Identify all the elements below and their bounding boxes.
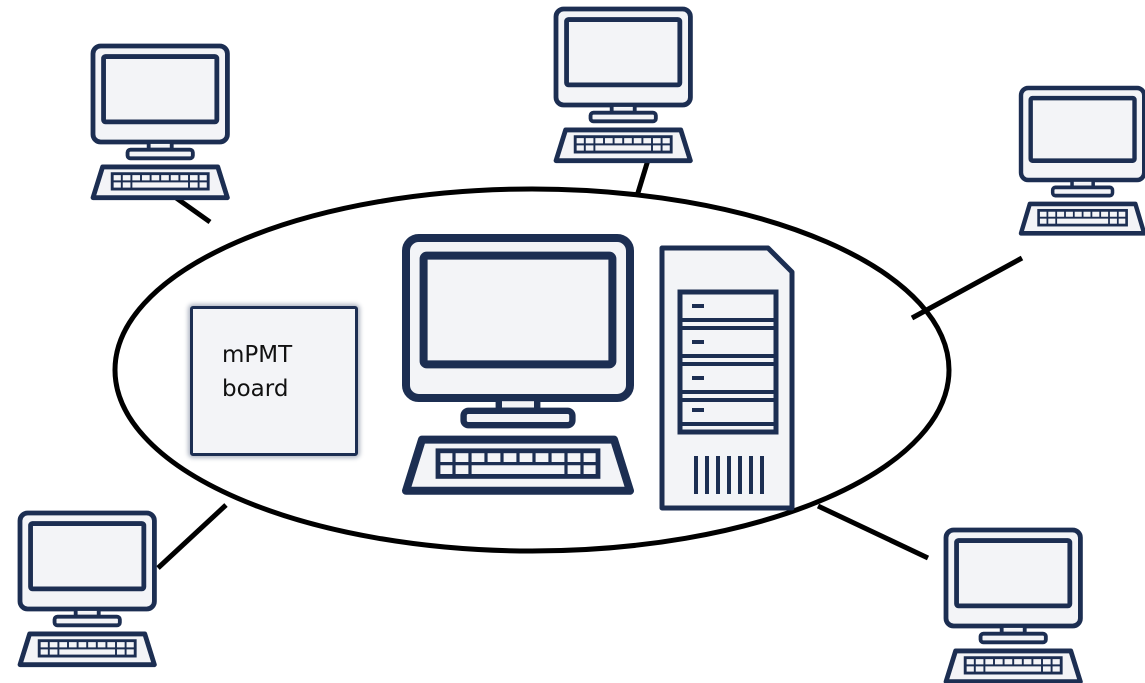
desktop-computer-icon <box>556 9 690 161</box>
link-line-bottom-right <box>816 503 930 561</box>
link-line-top <box>634 159 651 197</box>
mpmt-board <box>190 306 358 456</box>
mpmt-board-label-line2: board <box>222 376 289 402</box>
mpmt-board-label-line1: mPMT <box>222 342 293 368</box>
desktop-computer-icon <box>406 238 630 491</box>
server-tower-icon <box>659 245 795 511</box>
desktop-computer-icon <box>20 513 154 665</box>
link-line-right <box>910 255 1024 321</box>
desktop-computer-icon <box>946 530 1080 682</box>
network-ellipse <box>112 186 952 554</box>
desktop-computer-icon <box>1021 88 1144 233</box>
mpmt-board-label: mPMT board <box>222 338 332 406</box>
desktop-computer-icon <box>93 46 227 198</box>
link-line-bottom-left <box>156 503 228 570</box>
